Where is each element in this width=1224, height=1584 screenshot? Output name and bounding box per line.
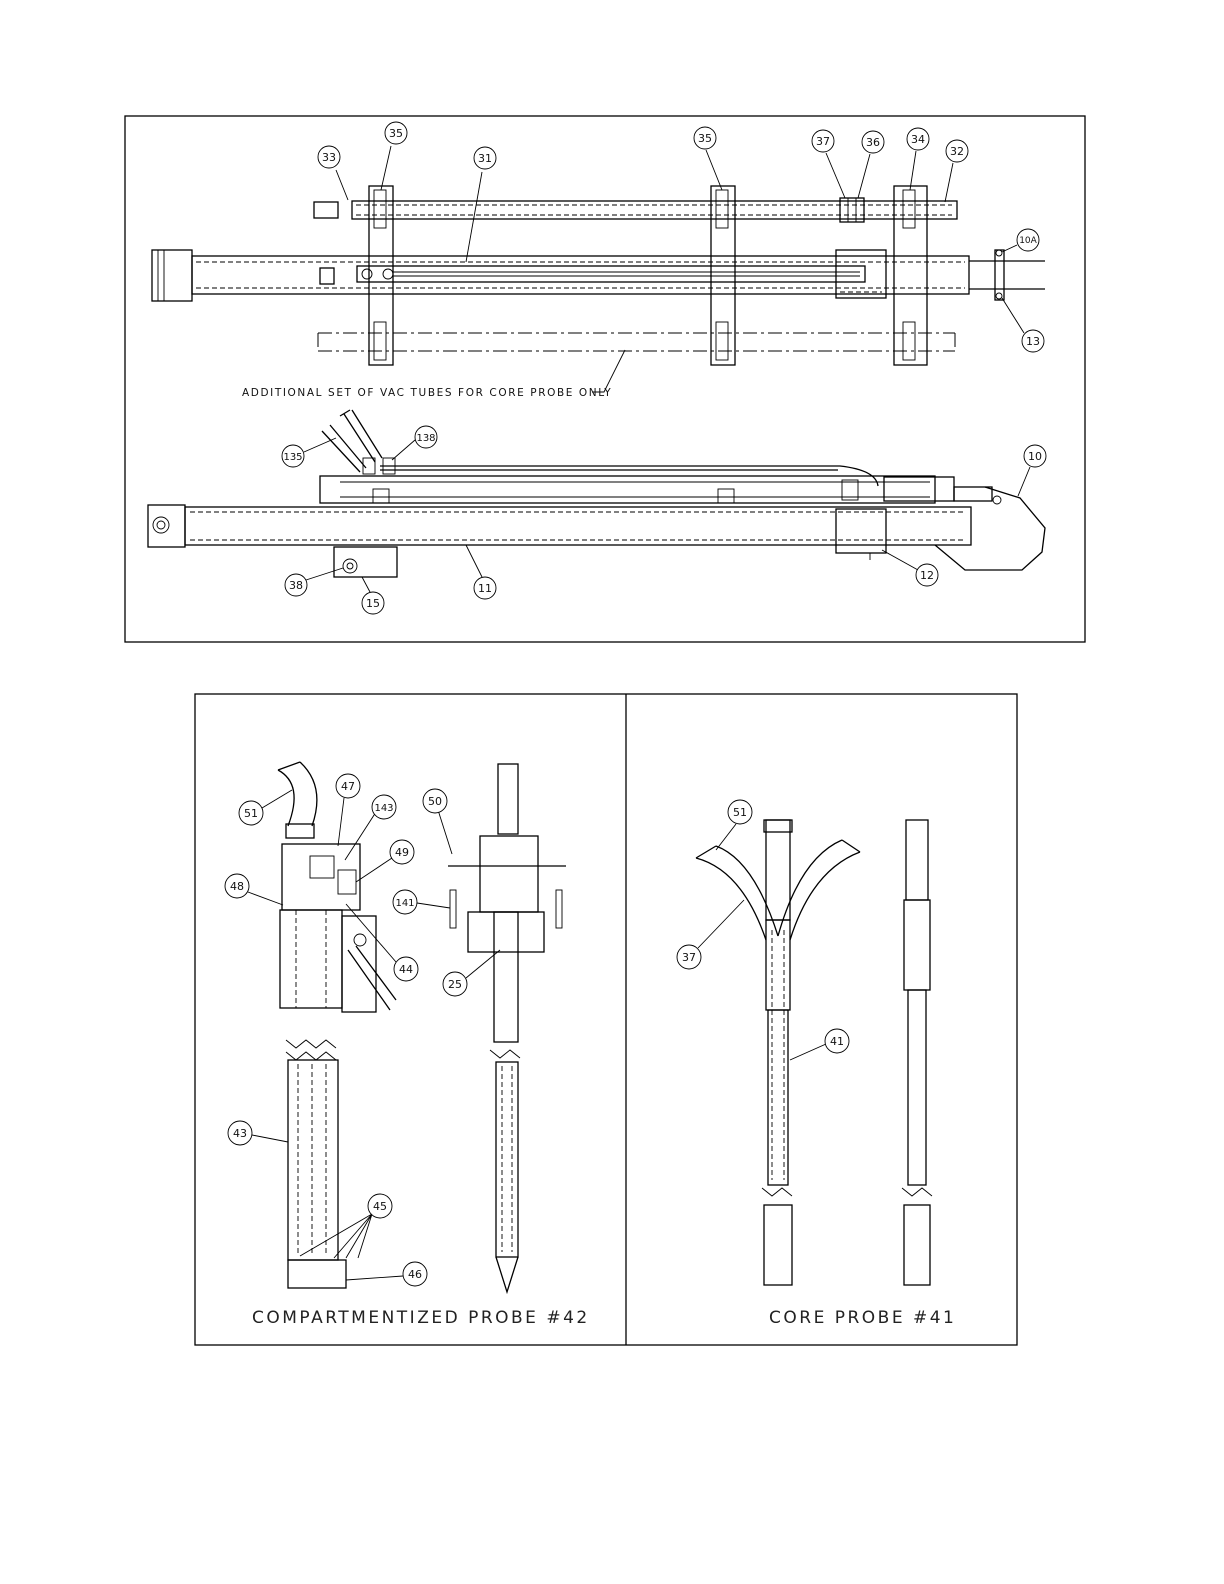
- svg-text:51: 51: [733, 806, 747, 819]
- balloon-141: 141: [393, 890, 450, 914]
- svg-text:141: 141: [395, 898, 414, 909]
- svg-text:10: 10: [1028, 450, 1042, 463]
- svg-text:33: 33: [322, 151, 336, 164]
- balloon-135: 135: [282, 438, 336, 467]
- balloon-47: 47: [336, 774, 360, 846]
- compartmentized-probe: [278, 762, 566, 1292]
- balloon-41: 41: [790, 1029, 849, 1060]
- balloon-10: 10: [1018, 445, 1046, 496]
- svg-text:135: 135: [283, 452, 302, 463]
- svg-text:138: 138: [416, 433, 435, 444]
- svg-text:38: 38: [289, 579, 303, 592]
- balloon-11: 11: [466, 545, 496, 599]
- svg-text:47: 47: [341, 780, 355, 793]
- svg-text:34: 34: [911, 133, 925, 146]
- svg-text:41: 41: [830, 1035, 844, 1048]
- balloon-10a: 10A: [1002, 229, 1039, 252]
- svg-text:37: 37: [816, 135, 830, 148]
- balloon-51-core: 51: [716, 800, 752, 850]
- svg-text:45: 45: [373, 1200, 387, 1213]
- svg-text:143: 143: [374, 803, 393, 814]
- compartmentized-probe-caption: COMPARTMENTIZED PROBE #42: [252, 1308, 590, 1328]
- balloon-35a: 35: [381, 122, 407, 190]
- balloon-33: 33: [318, 146, 348, 200]
- balloon-143: 143: [345, 795, 396, 860]
- svg-text:48: 48: [230, 880, 244, 893]
- svg-text:31: 31: [478, 152, 492, 165]
- balloon-46: 46: [346, 1262, 427, 1286]
- svg-text:32: 32: [950, 145, 964, 158]
- svg-text:11: 11: [478, 582, 492, 595]
- svg-text:51: 51: [244, 807, 258, 820]
- svg-text:36: 36: [866, 136, 880, 149]
- balloon-35b: 35: [694, 127, 722, 190]
- balloon-37: 37: [812, 130, 845, 198]
- svg-text:15: 15: [366, 597, 380, 610]
- svg-text:35: 35: [389, 127, 403, 140]
- vac-tube-note: ADDITIONAL SET OF VAC TUBES FOR CORE PRO…: [242, 387, 612, 399]
- svg-text:44: 44: [399, 963, 413, 976]
- side-view: [148, 410, 1045, 577]
- balloon-43: 43: [228, 1121, 288, 1145]
- svg-text:46: 46: [408, 1268, 422, 1281]
- balloon-51-comp: 51: [239, 790, 292, 825]
- svg-text:35: 35: [698, 132, 712, 145]
- balloon-50: 50: [423, 789, 452, 854]
- plan-view: [152, 186, 1045, 392]
- probe-views-frame: [195, 694, 1017, 1345]
- balloon-13: 13: [1002, 298, 1044, 352]
- svg-text:13: 13: [1026, 335, 1040, 348]
- balloon-12: 12: [882, 550, 938, 586]
- svg-text:49: 49: [395, 846, 409, 859]
- top-view-frame: [125, 116, 1085, 642]
- balloon-48: 48: [225, 874, 283, 905]
- balloon-31: 31: [466, 147, 496, 262]
- svg-text:12: 12: [920, 569, 934, 582]
- core-probe-caption: CORE PROBE #41: [769, 1308, 956, 1328]
- balloons: 33 35 31 35 37 36 34 32 10A 13 135 138 1…: [225, 122, 1046, 1286]
- svg-text:37: 37: [682, 951, 696, 964]
- balloon-138: 138: [392, 426, 437, 460]
- balloon-37-core: 37: [677, 900, 744, 969]
- balloon-45: 45: [300, 1194, 392, 1258]
- svg-text:50: 50: [428, 795, 442, 808]
- svg-text:43: 43: [233, 1127, 247, 1140]
- svg-text:10A: 10A: [1019, 236, 1037, 246]
- core-probe: [696, 820, 932, 1285]
- balloon-34: 34: [907, 128, 929, 190]
- balloon-32: 32: [945, 140, 968, 202]
- balloon-49: 49: [356, 840, 414, 882]
- balloon-15: 15: [362, 577, 384, 614]
- svg-text:25: 25: [448, 978, 462, 991]
- balloon-36: 36: [858, 131, 884, 198]
- balloon-25: 25: [443, 950, 500, 996]
